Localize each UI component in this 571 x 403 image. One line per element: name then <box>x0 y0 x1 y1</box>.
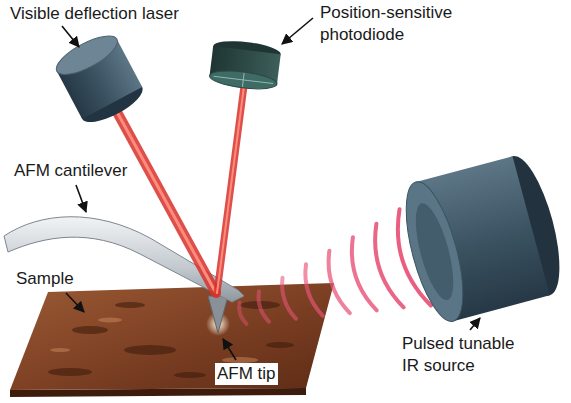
leader-arrow <box>470 318 480 330</box>
ir-source-face <box>395 176 475 326</box>
laser-beams <box>117 86 244 293</box>
leader-arrow <box>76 185 86 212</box>
ir-wave <box>282 278 296 319</box>
ir-wave <box>305 264 322 316</box>
leader-arrows <box>62 18 480 360</box>
incident-beam <box>117 112 216 293</box>
part-label: Sample <box>14 268 76 290</box>
leader-arrow <box>62 26 79 47</box>
photodiode-face <box>209 68 278 92</box>
photodiode-unit <box>209 38 282 92</box>
photodiode-cross <box>242 73 244 87</box>
part-label: Position-sensitive photodiode <box>318 2 492 46</box>
sample-texture <box>72 326 108 334</box>
leader-arrow <box>223 339 236 360</box>
laser-back <box>51 29 122 82</box>
sample-texture <box>174 372 206 378</box>
ir-wave <box>239 303 246 324</box>
leader-arrow <box>66 293 84 312</box>
sample-texture <box>115 302 145 308</box>
afm-tip <box>208 296 228 333</box>
part-label: AFM cantilever <box>12 160 129 182</box>
ir-waves <box>239 209 431 324</box>
sample-texture <box>124 345 176 355</box>
reflected-beam <box>217 86 244 293</box>
sample-texture <box>266 342 294 348</box>
ir-source-unit <box>395 151 571 327</box>
ir-wave <box>352 237 377 310</box>
ir-source-aperture <box>408 200 461 304</box>
ir-wave <box>329 251 350 313</box>
ir-wave <box>259 291 269 321</box>
laser-unit <box>51 29 148 130</box>
incident-beam <box>117 112 216 293</box>
ir-wave <box>375 224 403 308</box>
cantilever-beam <box>4 217 244 302</box>
part-label: Visible deflection laser <box>8 3 181 25</box>
reflected-beam <box>217 86 244 293</box>
sample-texture <box>50 348 70 352</box>
part-label: AFM tip <box>215 363 278 385</box>
sample-texture <box>98 318 122 323</box>
sample-texture <box>48 368 92 376</box>
part-label: Pulsed tunable IR source <box>400 333 536 377</box>
leader-arrow <box>282 18 313 44</box>
